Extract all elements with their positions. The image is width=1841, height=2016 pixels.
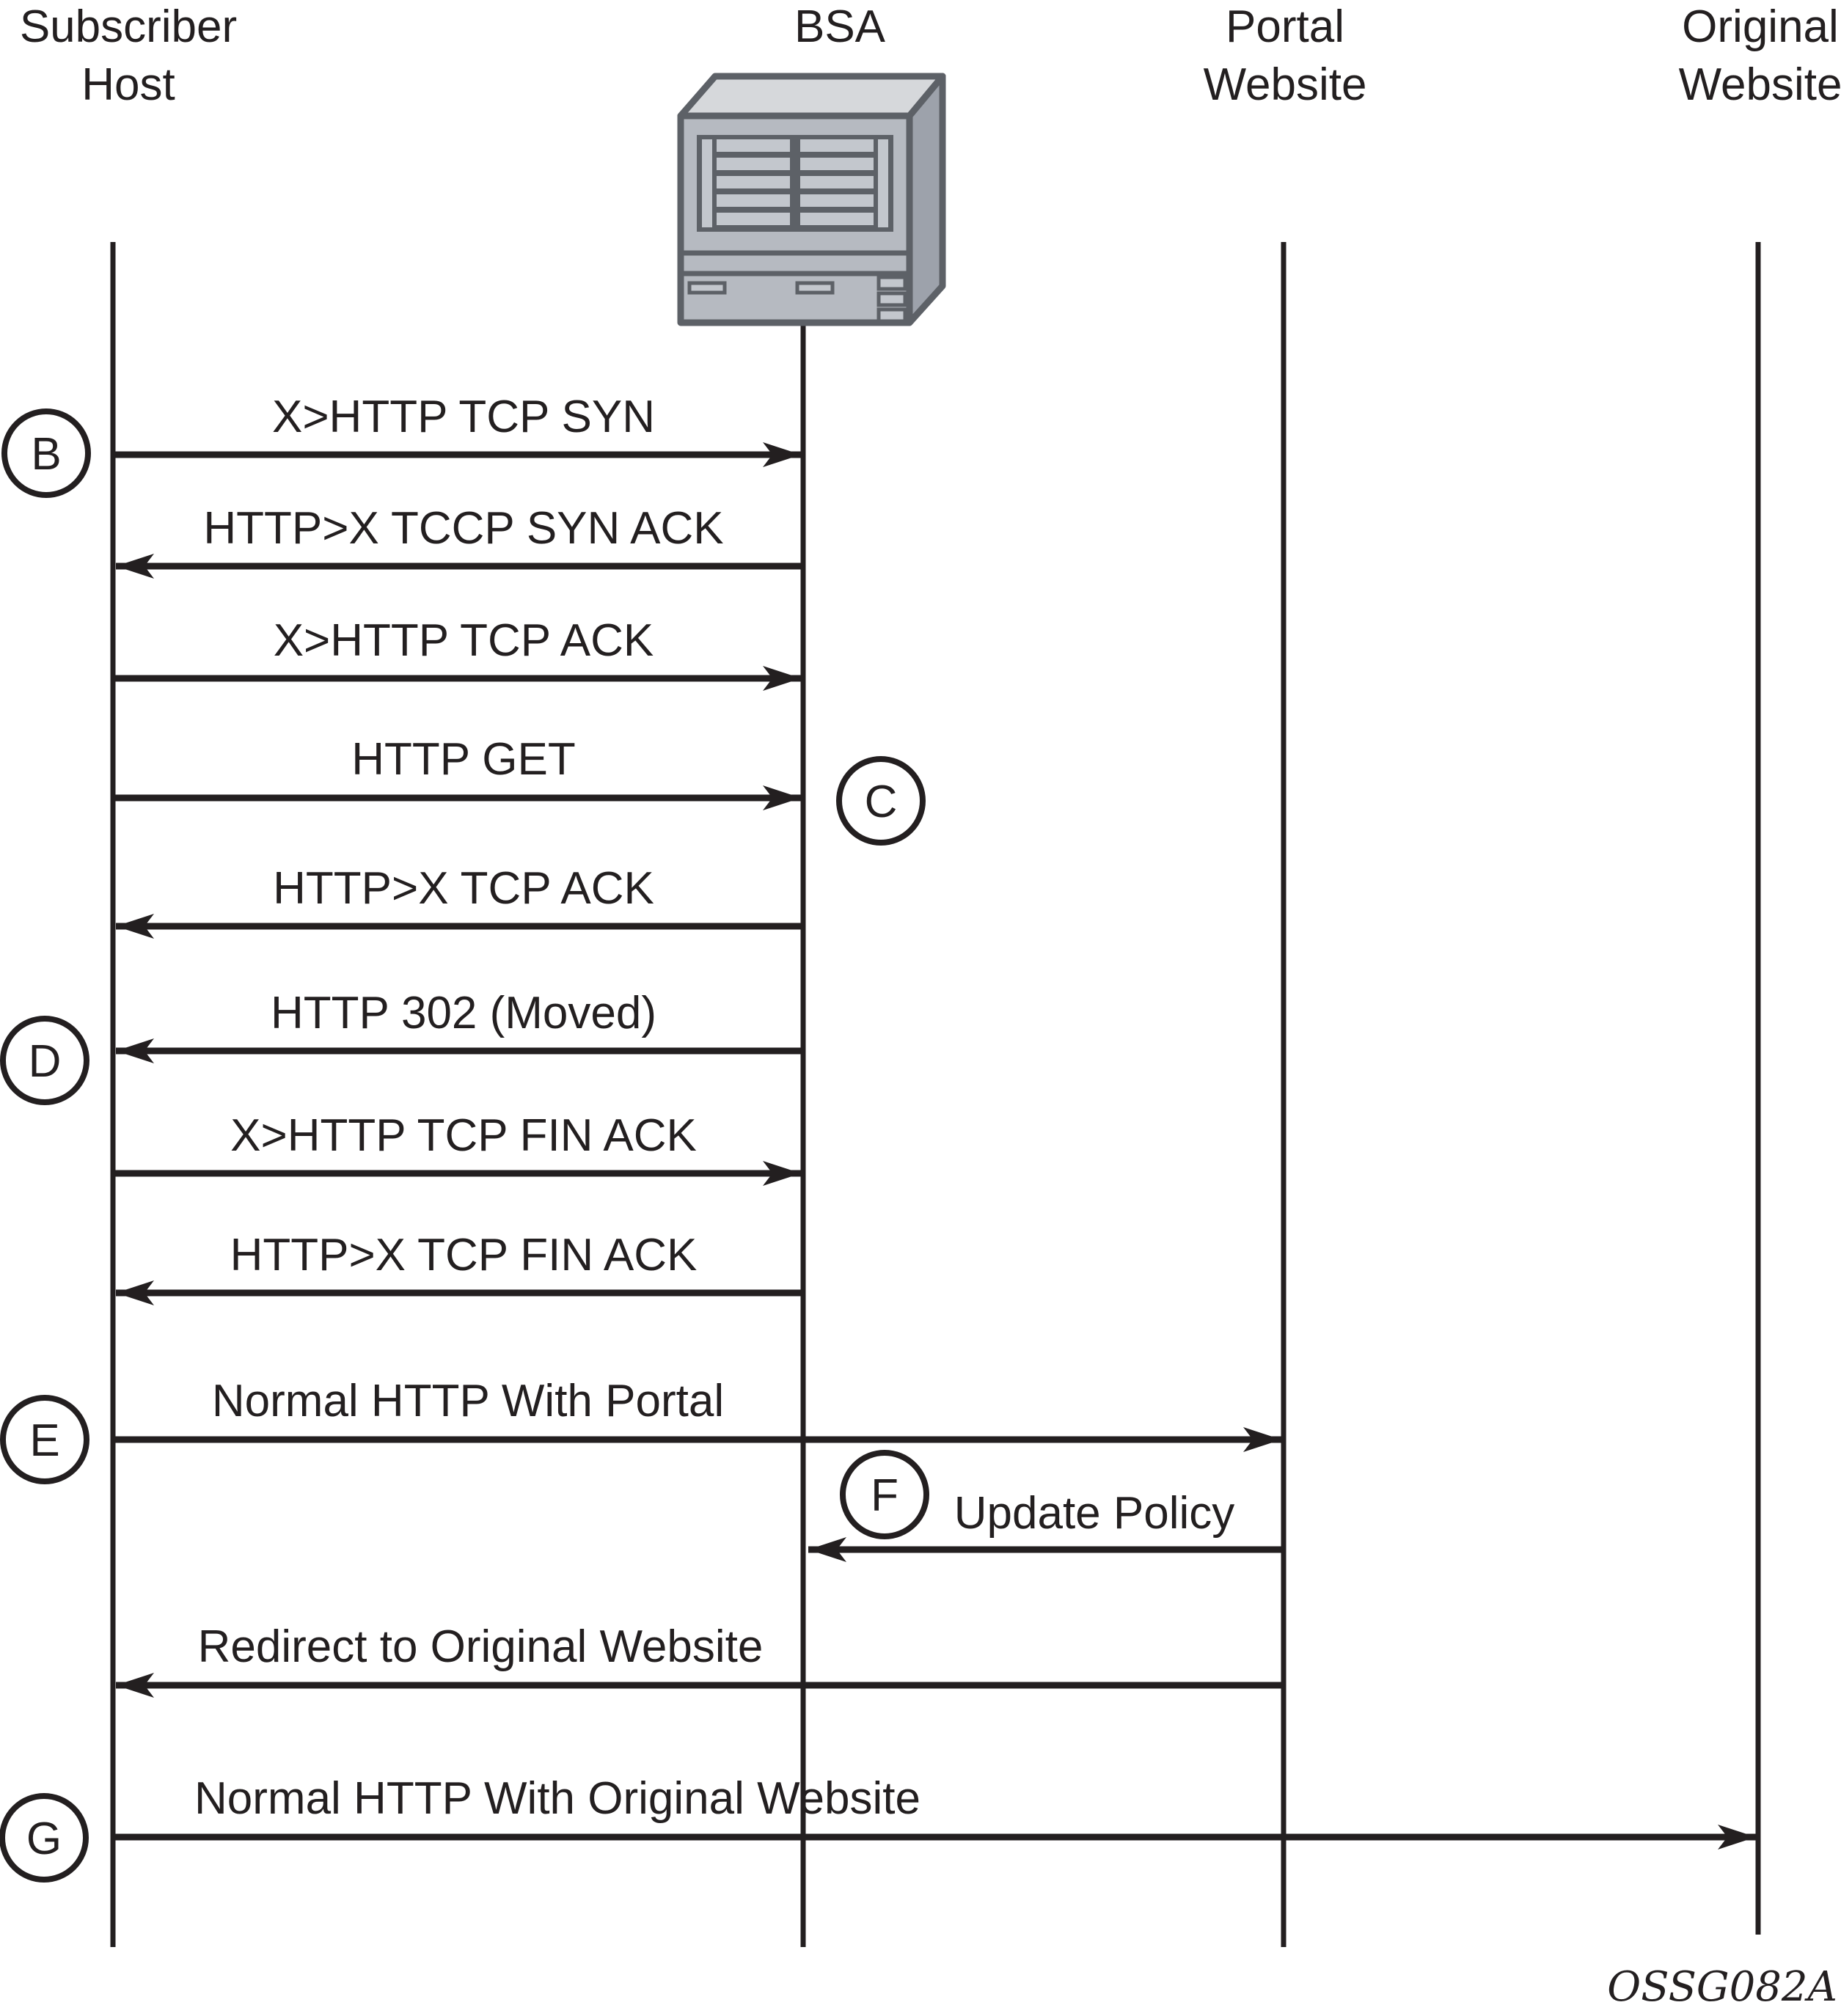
router-slot — [800, 158, 874, 170]
message-label: HTTP>X TCP ACK — [273, 863, 654, 914]
message-row-10: Redirect to Original Website — [116, 1621, 1284, 1698]
router-top-face — [677, 73, 946, 120]
message-label: X>HTTP TCP SYN — [272, 392, 655, 442]
actor-label-line: Website — [1679, 59, 1841, 110]
step-letter: C — [865, 777, 898, 827]
actor-label-line: Website — [1204, 59, 1367, 110]
message-row-1: HTTP>X TCCP SYN ACK — [116, 503, 803, 579]
message-row-9: Update Policy — [808, 1488, 1284, 1562]
message-row-2: X>HTTP TCP ACK — [113, 615, 801, 691]
step-marker-g: G — [0, 1793, 89, 1883]
router-port — [876, 307, 907, 323]
router-slot — [717, 176, 790, 188]
message-label: HTTP>X TCCP SYN ACK — [203, 503, 723, 554]
message-label: HTTP GET — [351, 734, 575, 785]
message-row-8: Normal HTTP With Portal — [113, 1376, 1281, 1452]
actor-label-line: BSA — [794, 1, 886, 52]
router-port — [687, 281, 727, 295]
message-label: X>HTTP TCP ACK — [274, 615, 654, 666]
message-label: Redirect to Original Website — [198, 1621, 764, 1672]
message-row-3: HTTP GET — [113, 734, 801, 810]
router-slot — [717, 158, 790, 170]
step-marker-b: B — [1, 408, 91, 498]
step-letter: D — [29, 1036, 62, 1087]
message-row-11: Normal HTTP With Original Website — [113, 1773, 1756, 1850]
step-circle — [0, 1395, 89, 1484]
message-row-6: X>HTTP TCP FIN ACK — [113, 1110, 801, 1186]
step-circle — [840, 1450, 929, 1539]
router-port — [876, 275, 907, 291]
router-slot — [717, 139, 790, 152]
message-row-0: X>HTTP TCP SYN — [113, 392, 801, 467]
actor-label-portal-website: Portal Website — [1204, 1, 1367, 110]
message-label: Normal HTTP With Original Website — [194, 1773, 920, 1824]
message-label: X>HTTP TCP FIN ACK — [230, 1110, 697, 1161]
actor-label-line: Portal — [1226, 1, 1344, 52]
router-slot — [878, 139, 888, 227]
message-row-4: HTTP>X TCP ACK — [116, 863, 803, 939]
actor-label-bsa: BSA — [794, 1, 886, 52]
step-letter: B — [31, 429, 61, 480]
router-side-face — [906, 73, 946, 326]
router-slot — [717, 213, 790, 225]
message-label: Normal HTTP With Portal — [212, 1376, 724, 1426]
router-slot — [702, 139, 712, 227]
step-marker-e: E — [0, 1395, 89, 1484]
step-marker-c: C — [836, 756, 926, 846]
step-letter: G — [26, 1814, 62, 1864]
actor-label-original-website: Original Website — [1679, 1, 1841, 110]
step-letter: E — [29, 1415, 59, 1466]
actor-label-line: Subscriber — [20, 1, 237, 52]
message-row-5: HTTP 302 (Moved) — [116, 988, 803, 1063]
message-label: Update Policy — [954, 1488, 1235, 1539]
router-port — [795, 281, 835, 295]
step-marker-d: D — [0, 1016, 89, 1105]
router-port — [876, 291, 907, 307]
bsa-router-icon — [677, 73, 946, 326]
message-label: HTTP 302 (Moved) — [271, 988, 656, 1038]
step-circle — [1, 408, 91, 498]
router-slot — [800, 194, 874, 207]
actor-label-line: Host — [81, 59, 175, 110]
router-slot — [800, 139, 874, 152]
message-row-7: HTTP>X TCP FIN ACK — [116, 1230, 803, 1305]
actor-label-line: Original — [1682, 1, 1839, 52]
step-marker-f: F — [840, 1450, 929, 1539]
actor-label-subscriber-host: Subscriber Host — [20, 1, 237, 110]
router-slot — [800, 176, 874, 188]
step-circle — [0, 1793, 89, 1883]
step-circle — [836, 756, 926, 846]
figure-code: OSSG082A — [1607, 1963, 1837, 2011]
router-slot — [717, 194, 790, 207]
step-letter: F — [871, 1470, 898, 1521]
message-label: HTTP>X TCP FIN ACK — [230, 1230, 698, 1280]
step-circle — [0, 1016, 89, 1105]
router-slot — [800, 213, 874, 225]
